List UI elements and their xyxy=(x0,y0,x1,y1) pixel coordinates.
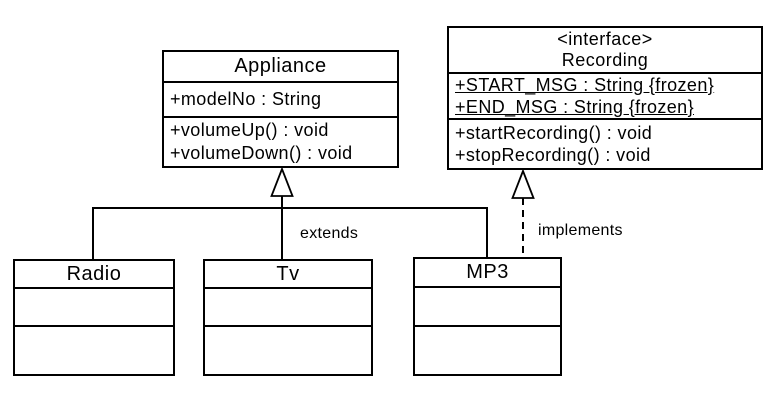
interface-box-recording: <interface> Recording +START_MSG : Strin… xyxy=(447,26,763,170)
method-item: +stopRecording() : void xyxy=(455,145,651,165)
class-name: Radio xyxy=(66,262,122,285)
attribute-item: +modelNo : String xyxy=(170,89,322,110)
method-item: +volumeDown() : void xyxy=(170,143,353,163)
realization-triangle-icon xyxy=(511,168,535,199)
methods-compartment-empty xyxy=(205,327,371,374)
class-title-radio: Radio xyxy=(15,261,173,289)
class-box-radio: Radio xyxy=(13,259,175,376)
methods-compartment-empty xyxy=(15,327,173,374)
class-name: Appliance xyxy=(234,55,327,78)
method-item: +startRecording() : void xyxy=(455,123,653,143)
class-name: Recording xyxy=(561,50,649,70)
attribute-item: +END_MSG : String {frozen} xyxy=(455,97,695,117)
implements-relationship-label: implements xyxy=(538,222,623,239)
extends-relationship-label: extends xyxy=(300,225,359,242)
method-item: +volumeUp() : void xyxy=(170,120,329,140)
class-title-mp3: MP3 xyxy=(415,259,560,288)
class-name: Tv xyxy=(276,262,300,285)
methods-compartment: +startRecording() : void +stopRecording(… xyxy=(449,120,761,168)
attributes-compartment: +START_MSG : String {frozen} +END_MSG : … xyxy=(449,74,761,120)
generalization-triangle-icon xyxy=(270,166,294,197)
attributes-compartment-empty xyxy=(205,289,371,327)
attributes-compartment-empty xyxy=(415,288,560,327)
class-box-mp3: MP3 xyxy=(413,257,562,376)
methods-compartment-empty xyxy=(415,327,560,374)
methods-compartment: +volumeUp() : void +volumeDown() : void xyxy=(164,118,397,166)
interface-stereotype: <interface> xyxy=(557,29,653,49)
class-box-tv: Tv xyxy=(203,259,373,376)
class-box-appliance: Appliance +modelNo : String +volumeUp() … xyxy=(162,50,399,168)
attributes-compartment: +modelNo : String xyxy=(164,83,397,118)
class-name: MP3 xyxy=(466,261,509,283)
attribute-item: +START_MSG : String {frozen} xyxy=(455,75,715,95)
attributes-compartment-empty xyxy=(15,289,173,327)
class-title-appliance: Appliance xyxy=(164,52,397,84)
class-title-tv: Tv xyxy=(205,261,371,289)
class-title-recording: <interface> Recording xyxy=(449,28,761,74)
